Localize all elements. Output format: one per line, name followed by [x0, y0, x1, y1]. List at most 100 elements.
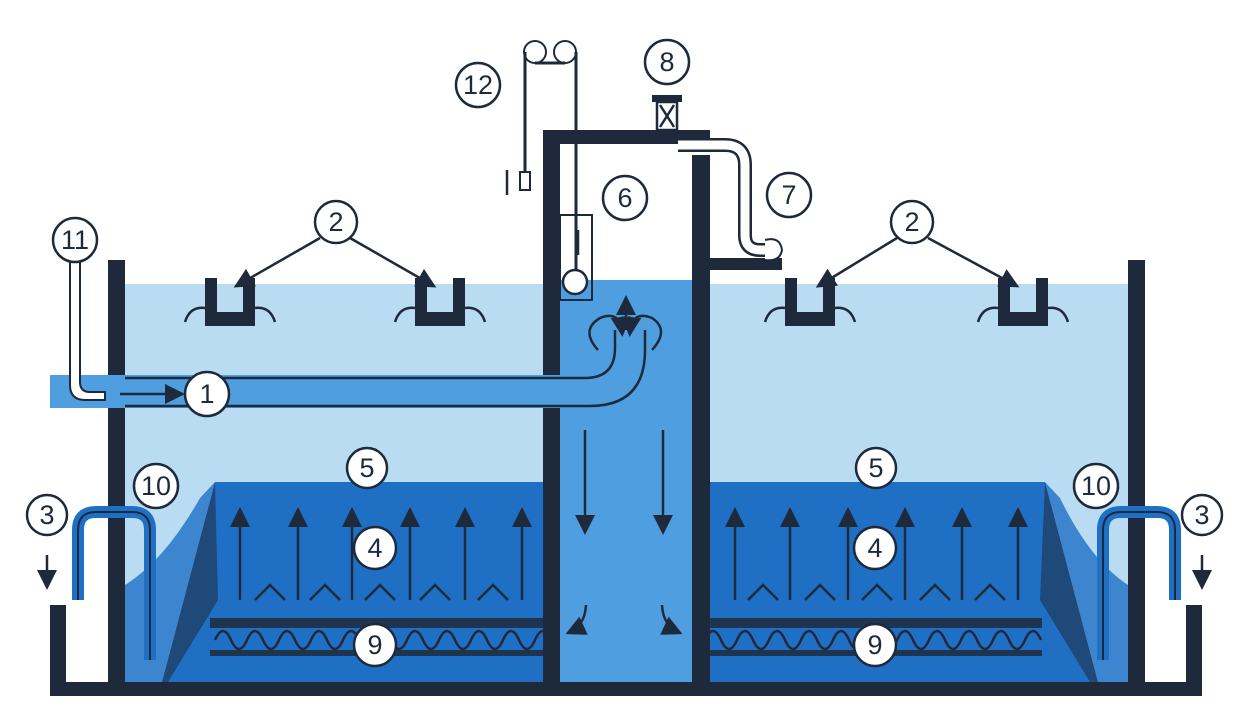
right-funnel — [1040, 482, 1098, 682]
marker-7: 7 — [765, 171, 813, 219]
pulley-left — [523, 40, 547, 64]
central-right-wall — [692, 155, 710, 682]
trough — [785, 312, 835, 326]
left-funnel — [162, 482, 218, 682]
marker-12-label: 12 — [463, 70, 493, 100]
marker-11: 11 — [51, 216, 99, 264]
sludge-siphons — [37, 506, 1212, 660]
marker-8-circle — [643, 38, 691, 86]
marker-9-left: 9 — [352, 622, 398, 668]
right-troughs — [763, 278, 1070, 326]
right-floc-chevrons — [747, 583, 1006, 601]
right-siphon-outline — [1102, 511, 1176, 660]
vacuum-pipe-inner — [678, 140, 775, 255]
inlet-pipe-top-edge — [125, 330, 617, 380]
marker-3-left-circle — [25, 493, 69, 537]
marker-7-label: 7 — [781, 180, 796, 210]
marker-5-right-circle — [854, 446, 898, 490]
trough — [453, 278, 465, 314]
marker-4-right-label: 4 — [867, 533, 882, 563]
marker-3-right: 3 — [1180, 493, 1224, 537]
marker-6-circle — [601, 174, 649, 222]
marker-9-right: 9 — [852, 622, 898, 668]
marker-7-circle — [765, 171, 813, 219]
trough — [205, 312, 255, 326]
right-grid-bar — [700, 618, 1042, 628]
marker-5-right: 5 — [854, 446, 898, 490]
trough — [785, 278, 797, 314]
marker-2-right-circle — [889, 199, 935, 245]
marker-4-right-circle — [852, 525, 898, 571]
marker-8: 8 — [643, 38, 691, 86]
trough — [1036, 278, 1048, 314]
marker-9-left-circle — [352, 622, 398, 668]
marker-3-left-label: 3 — [39, 500, 54, 530]
dosing-tube — [69, 261, 106, 401]
trough-inflow-arrows — [763, 306, 1070, 323]
left-outer-wall — [108, 260, 125, 688]
left-floc-chevrons — [254, 583, 509, 601]
left-siphon-outline — [77, 511, 151, 660]
marker-2-right-label: 2 — [904, 207, 919, 237]
valve-cross — [658, 104, 676, 128]
central-swirl-right — [621, 314, 663, 351]
left-grid-bar — [210, 618, 555, 628]
marker-10-left-label: 10 — [141, 471, 171, 501]
marker-4-left-label: 4 — [367, 533, 382, 563]
marker-4-left: 4 — [352, 525, 398, 571]
marker-3-right-label: 3 — [1194, 500, 1209, 530]
marker-8-label: 8 — [659, 47, 674, 77]
marker-5-left-label: 5 — [359, 453, 374, 483]
left-troughs — [183, 278, 487, 326]
marker-2-left-circle — [313, 199, 359, 245]
marker-5-left-circle — [345, 446, 389, 490]
trough — [415, 312, 465, 326]
trough — [998, 312, 1048, 326]
marker-6-label: 6 — [617, 183, 632, 213]
valve-handle — [652, 95, 682, 102]
inlet-pipe-bottom-edge — [125, 330, 647, 408]
tank-structure — [50, 130, 1202, 696]
markers: 1 2 2 3 3 4 4 5 — [25, 38, 1224, 668]
pulley-right — [553, 40, 577, 64]
float-ball — [561, 268, 589, 296]
central-bottom-curve-left — [565, 604, 588, 635]
central-top-cap — [543, 130, 710, 144]
marker-5-right-label: 5 — [868, 453, 883, 483]
marker-4-right: 4 — [852, 525, 898, 571]
central-swirl-left — [588, 314, 631, 351]
marker-10-left: 10 — [132, 462, 180, 510]
marker-3-right-circle — [1180, 493, 1224, 537]
marker-12: 12 — [454, 61, 502, 109]
marker-11-label: 11 — [61, 225, 89, 255]
leader-2-left-a — [233, 236, 321, 288]
leader-2-right-a — [815, 236, 898, 288]
marker-10-right-label: 10 — [1081, 471, 1111, 501]
marker-2-right: 2 — [889, 199, 935, 245]
marker-10-left-circle — [132, 462, 180, 510]
trough — [998, 278, 1010, 314]
counterweight — [519, 171, 531, 191]
marker-3-left: 3 — [25, 493, 69, 537]
central-bottom-curve-right — [660, 604, 683, 635]
leader-2-right-b — [927, 236, 1020, 288]
left-upflow — [230, 507, 532, 601]
marker-10-right-circle — [1072, 462, 1120, 510]
right-drain-wall — [1186, 605, 1202, 690]
marker-10-right: 10 — [1072, 462, 1120, 510]
vacuum-chamber — [505, 40, 784, 301]
leader-lines — [233, 236, 1020, 288]
vacuum-ledge — [692, 258, 782, 270]
marker-1-circle — [183, 370, 231, 418]
marker-1: 1 — [183, 370, 231, 418]
trough — [205, 278, 217, 314]
marker-6: 6 — [601, 174, 649, 222]
leader-2-left-b — [349, 236, 437, 288]
tank-floor — [50, 682, 1202, 696]
marker-2-left-label: 2 — [328, 207, 343, 237]
marker-4-left-circle — [352, 525, 398, 571]
trough — [415, 278, 427, 314]
marker-2-left: 2 — [313, 199, 359, 245]
left-drain-wall — [50, 605, 66, 690]
